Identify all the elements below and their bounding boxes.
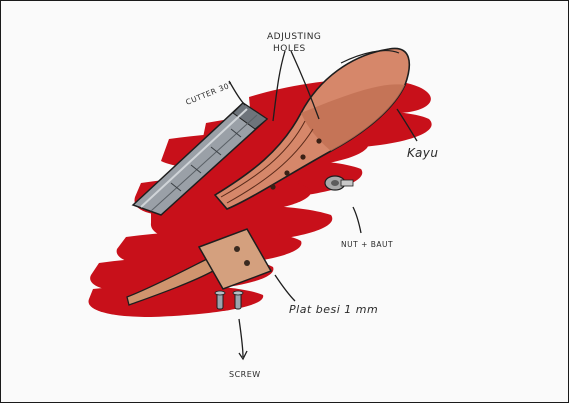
label-adjusting-holes-line1: ADJUSTING bbox=[267, 32, 321, 42]
plate-leader bbox=[275, 275, 295, 301]
nutbolt-leader bbox=[353, 207, 361, 233]
label-screw: SCREW bbox=[229, 370, 261, 379]
label-plate: Plat besi 1 mm bbox=[289, 303, 378, 316]
label-cutter: CUTTER 30° bbox=[184, 80, 234, 107]
label-nut-bolt: NUT + BAUT bbox=[341, 240, 393, 249]
label-adjusting-holes-line2: HOLES bbox=[273, 44, 306, 54]
label-wood: Kayu bbox=[407, 146, 439, 160]
screw-leader bbox=[239, 319, 243, 357]
